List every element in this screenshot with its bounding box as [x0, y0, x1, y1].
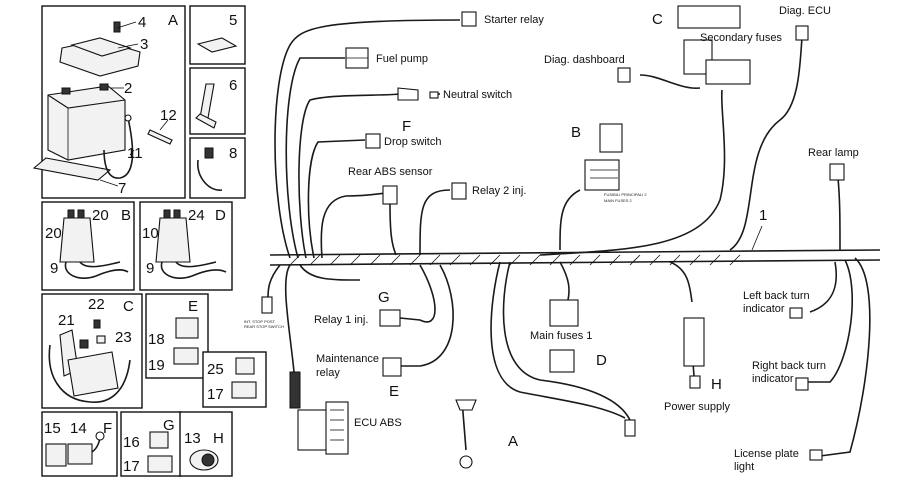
callout-14: 14 — [70, 420, 87, 437]
label-relay: relay — [316, 367, 340, 379]
panel-letter-c: C — [123, 298, 134, 315]
label-diag-ecu: Diag. ECU — [779, 5, 831, 17]
callout-24: 24 — [188, 207, 205, 224]
label-license-plate: License plate — [734, 448, 799, 460]
callout-7: 7 — [118, 180, 126, 197]
callout-22: 22 — [88, 296, 105, 313]
callout-12: 12 — [160, 107, 177, 124]
label-left-indicator: indicator — [743, 303, 785, 315]
label-secondary-fuses: Secondary fuses — [700, 32, 782, 44]
callout-8: 8 — [229, 145, 237, 162]
panel-letter-a: A — [168, 12, 178, 29]
label-ecu-abs: ECU ABS — [354, 417, 402, 429]
callout-21: 21 — [58, 312, 75, 329]
callout-20-b-top: 20 — [92, 207, 109, 224]
callout-15: 15 — [44, 420, 61, 437]
callout-5: 5 — [229, 12, 237, 29]
parts-panel-e: E 18 19 — [145, 293, 209, 379]
label-fusibili-principali: FUSIBILI PRINCIPALI 2 — [604, 192, 647, 197]
label-power-supply: Power supply — [664, 401, 731, 413]
callout-f-main: F — [402, 118, 411, 135]
label-drop-switch: Drop switch — [384, 136, 441, 148]
label-right-back-turn: Right back turn — [752, 360, 826, 372]
callout-25: 25 — [207, 361, 224, 378]
parts-panel-f: F 15 14 — [41, 411, 118, 477]
callout-16: 16 — [123, 434, 140, 451]
label-fuel-pump: Fuel pump — [376, 53, 428, 65]
callout-13: 13 — [184, 430, 201, 447]
panel-letter-e: E — [188, 298, 198, 315]
callout-17-upper: 17 — [207, 386, 224, 403]
label-maintenance: Maintenance — [316, 353, 379, 365]
label-right-indicator: indicator — [752, 373, 794, 385]
panel-letter-f: F — [103, 420, 112, 437]
parts-panel-b: B 20 20 9 — [41, 201, 135, 291]
label-starter-relay: Starter relay — [484, 14, 544, 26]
panel-letter-h: H — [213, 430, 224, 447]
label-left-back-turn: Left back turn — [743, 290, 810, 302]
callout-23: 23 — [115, 329, 132, 346]
callout-2: 2 — [124, 80, 132, 97]
label-int-stop-post: INT. STOP POST. — [244, 319, 276, 324]
label-main-fuses-1: Main fuses 1 — [530, 330, 592, 342]
callout-b-main: B — [571, 124, 581, 141]
callout-1-main: 1 — [759, 207, 767, 224]
parts-panel-h: H 13 — [179, 411, 233, 477]
callout-9-d: 9 — [146, 260, 154, 277]
callout-10: 10 — [142, 225, 159, 242]
callout-9-b: 9 — [50, 260, 58, 277]
label-rear-abs-sensor: Rear ABS sensor — [348, 166, 433, 178]
parts-panel-8: 8 — [189, 137, 246, 199]
callout-4: 4 — [138, 14, 146, 31]
callout-h-main: H — [711, 376, 722, 393]
callout-20-b-left: 20 — [45, 225, 62, 242]
label-neutral-switch: Neutral switch — [443, 89, 512, 101]
callout-c-main: C — [652, 11, 663, 28]
callout-3: 3 — [140, 36, 148, 53]
callout-18: 18 — [148, 331, 165, 348]
callout-19: 19 — [148, 357, 165, 374]
callout-17-lower: 17 — [123, 458, 140, 475]
main-harness — [267, 19, 881, 457]
callout-11: 11 — [127, 145, 143, 162]
callout-a-main: A — [508, 433, 518, 450]
callout-d-main: D — [596, 352, 607, 369]
callout-6: 6 — [229, 77, 237, 94]
parts-panel-5: 5 — [189, 5, 246, 65]
label-rear-stop-switch: REAR STOP SWITCH — [244, 324, 284, 329]
callout-g-main: G — [378, 289, 390, 306]
panel-letter-g: G — [163, 417, 175, 434]
parts-panel-a: A 4 3 2 12 11 7 — [32, 5, 186, 199]
panel-letter-d: D — [215, 207, 226, 224]
label-rear-lamp: Rear lamp — [808, 147, 859, 159]
main-callouts: C B F G E D H A 1 — [378, 11, 767, 450]
parts-panel-c: C 22 21 23 — [41, 293, 143, 409]
parts-panel-25-17: 25 17 — [202, 351, 267, 408]
connectors — [261, 5, 845, 469]
label-main-fuses-2: MAIN FUSES 2 — [604, 198, 633, 203]
parts-panel-6: 6 — [189, 67, 246, 135]
panel-letter-b: B — [121, 207, 131, 224]
label-relay-1-inj: Relay 1 inj. — [314, 314, 368, 326]
callout-e-main: E — [389, 383, 399, 400]
parts-panel-g: G 16 17 — [120, 411, 182, 477]
label-relay-2-inj: Relay 2 inj. — [472, 185, 526, 197]
label-light: light — [734, 461, 754, 473]
parts-panel-d: D 24 10 9 — [139, 201, 233, 291]
component-labels: Starter relay Fuel pump Neutral switch D… — [244, 5, 859, 473]
label-diag-dashboard: Diag. dashboard — [544, 54, 625, 66]
